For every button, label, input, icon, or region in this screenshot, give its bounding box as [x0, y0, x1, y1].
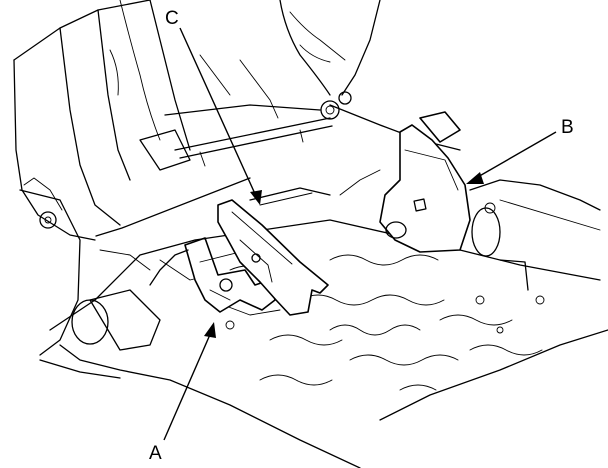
callout-b-line — [475, 131, 557, 179]
label-c: C — [165, 8, 179, 29]
callout-b-arrowhead — [466, 172, 484, 184]
callout-a: A — [149, 322, 216, 464]
seat-cushion — [139, 0, 381, 171]
bracket-b — [339, 111, 471, 253]
left-rail — [19, 189, 235, 379]
callout-c-arrowhead — [250, 190, 262, 205]
seat-back — [13, 0, 251, 241]
callout-b: B — [466, 117, 574, 184]
hinge-bar — [174, 117, 333, 167]
callout-c-line — [179, 27, 257, 197]
callout-a-arrowhead — [204, 322, 216, 338]
floor-pan — [49, 219, 608, 468]
label-b: B — [561, 117, 574, 138]
label-a: A — [149, 443, 162, 464]
bracket-c — [217, 187, 331, 316]
callout-a-line — [163, 329, 213, 441]
callout-c: C — [165, 8, 262, 205]
